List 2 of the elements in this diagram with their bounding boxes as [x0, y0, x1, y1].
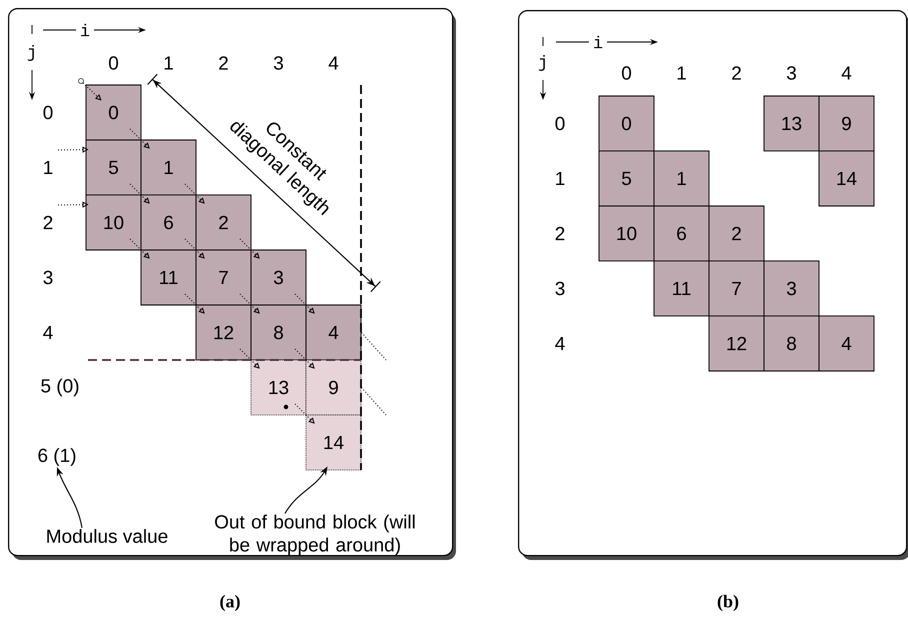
panel-caption: (b): [718, 594, 738, 612]
panel-caption: (a): [220, 594, 240, 612]
